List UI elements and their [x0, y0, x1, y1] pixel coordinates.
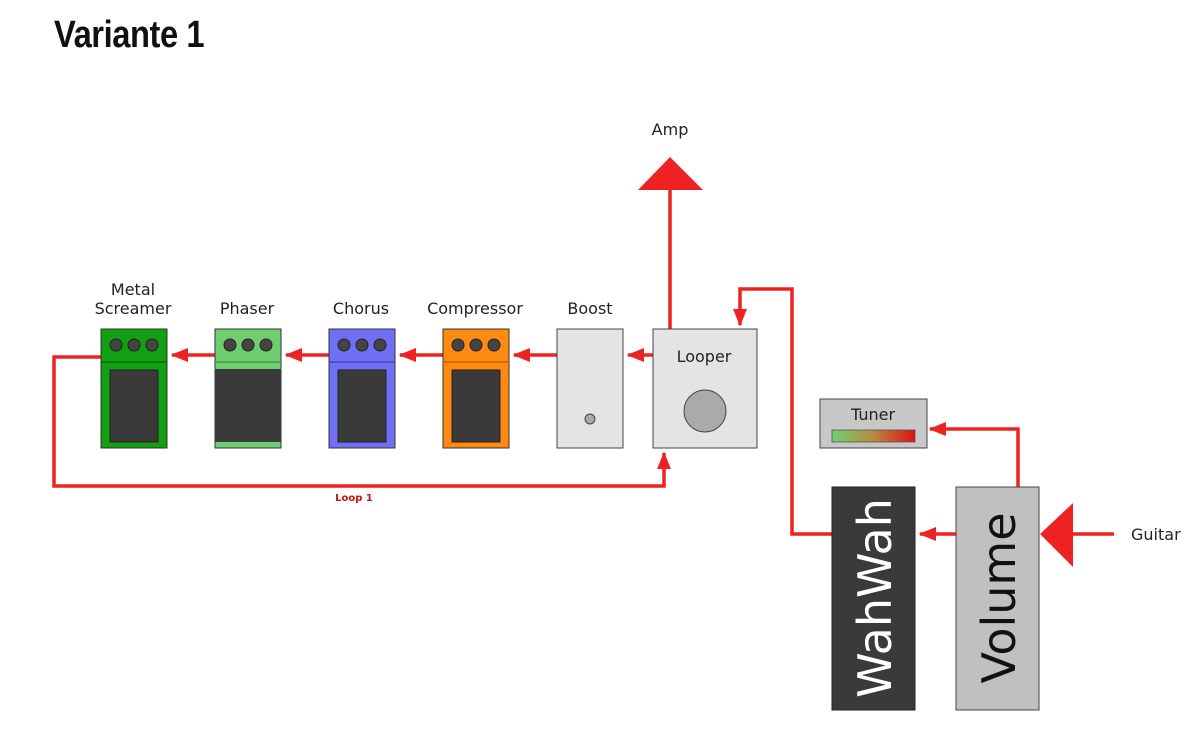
- looper-label: Looper: [677, 347, 732, 366]
- pedal-dark-panel: [215, 369, 281, 442]
- knob-icon: [451, 338, 465, 352]
- wahwah-body: [831, 486, 916, 711]
- loop-label: Loop 1: [335, 493, 373, 504]
- knob-icon: [355, 338, 369, 352]
- wire-wahwah-to-looper: [733, 287, 832, 536]
- pedal-phaser: Phaser: [214, 299, 282, 449]
- footswitch-pad: [337, 369, 387, 443]
- wahwah-pedal: WahWah: [831, 486, 916, 711]
- looper-unit: Looper: [652, 328, 758, 449]
- pedal-body: [556, 328, 624, 449]
- wahwah-label: WahWah: [848, 498, 902, 698]
- knob-icon: [223, 338, 237, 352]
- pedal-compressor: Compressor: [427, 299, 523, 449]
- pedal-label-line2: Chorus: [333, 299, 389, 318]
- tuner-label: Tuner: [850, 405, 895, 424]
- pedal-label-line2: Compressor: [427, 299, 523, 318]
- boost-label: Boost: [567, 299, 612, 318]
- volume-body: [955, 486, 1040, 711]
- wire-loop-return: [52, 355, 671, 488]
- knob-icon: [584, 413, 596, 425]
- amp-label: Amp: [652, 120, 689, 139]
- tuner-unit: Tuner: [819, 398, 928, 449]
- page-title: Variante 1: [54, 14, 205, 56]
- knob-icon: [487, 338, 501, 352]
- pedal-chorus: Chorus: [328, 299, 396, 449]
- pedal-metal-screamer: Metal Screamer: [95, 280, 172, 449]
- knob-icon: [145, 338, 159, 352]
- looper-footswitch-icon: [683, 389, 727, 433]
- knob-icon: [337, 338, 351, 352]
- signal-wires: [52, 188, 1114, 541]
- footswitch-pad: [451, 369, 501, 443]
- pedal-boost: Boost: [556, 299, 624, 449]
- knob-icon: [469, 338, 483, 352]
- volume-label: Volume: [972, 512, 1026, 683]
- wire-volume-to-tuner: [928, 422, 1020, 487]
- knob-icon: [373, 338, 387, 352]
- volume-pedal: Volume: [955, 486, 1040, 711]
- footswitch-pad: [109, 369, 159, 443]
- guitar-label: Guitar: [1131, 525, 1181, 544]
- knob-icon: [241, 338, 255, 352]
- pedal-label-line2: Phaser: [220, 299, 275, 318]
- knob-icon: [259, 338, 273, 352]
- amp-output-arrow: [638, 157, 703, 190]
- knob-icon: [109, 338, 123, 352]
- guitar-input-arrow: [1040, 503, 1073, 567]
- pedal-label-line1: Metal: [111, 280, 155, 299]
- pedal-label-line2: Screamer: [95, 299, 172, 318]
- knob-icon: [127, 338, 141, 352]
- tuner-meter: [831, 429, 916, 443]
